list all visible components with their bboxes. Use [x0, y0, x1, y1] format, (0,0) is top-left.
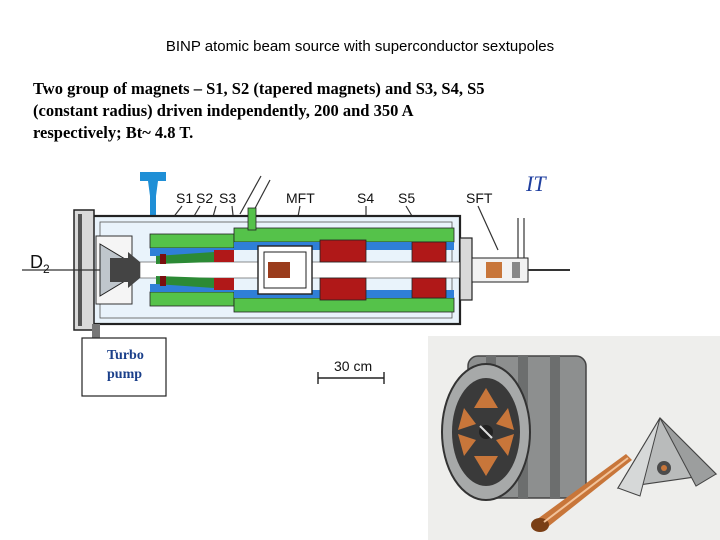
- label-it: IT: [525, 171, 547, 196]
- sextupoles-s1-s3: [156, 250, 234, 290]
- label-s1: S1: [176, 190, 193, 206]
- sft-transition: [459, 218, 570, 301]
- slide-description: Two group of magnets – S1, S2 (tapered m…: [33, 78, 633, 144]
- label-mft: MFT: [286, 190, 315, 206]
- label-d2: D2: [30, 252, 50, 276]
- cryostat: [149, 207, 455, 313]
- beam-source-schematic: S1 S2 S3 MFT S4 S5 SFT 30 cm D2 IT Turbo…: [22, 171, 570, 397]
- prism-cone: [616, 417, 718, 497]
- label-s5: S5: [398, 190, 415, 206]
- label-s4: S4: [357, 190, 374, 206]
- sextupoles-s4-s5: [319, 239, 447, 301]
- pump-label-line-1: Turbo: [107, 348, 144, 363]
- label-sft: SFT: [466, 190, 493, 206]
- description-line-3: respectively; Bt~ 4.8 T.: [33, 123, 194, 142]
- scale-label: 30 cm: [334, 358, 372, 374]
- label-s2: S2: [196, 190, 213, 206]
- copper-tube: [531, 454, 632, 532]
- sextupole-magnet-photo: [428, 336, 720, 540]
- turbo-pump: [81, 337, 167, 397]
- label-s3: S3: [219, 190, 236, 206]
- pump-label-line-2: pump: [107, 367, 142, 382]
- scale-bar: [317, 372, 385, 384]
- description-line-1: Two group of magnets – S1, S2 (tapered m…: [33, 79, 485, 98]
- description-line-2: (constant radius) driven independently, …: [33, 101, 414, 120]
- mft-transition: [257, 245, 313, 295]
- pump-stand: [92, 324, 100, 338]
- slide-title: BINP atomic beam source with superconduc…: [165, 38, 555, 55]
- magnet-assembly: [441, 355, 587, 501]
